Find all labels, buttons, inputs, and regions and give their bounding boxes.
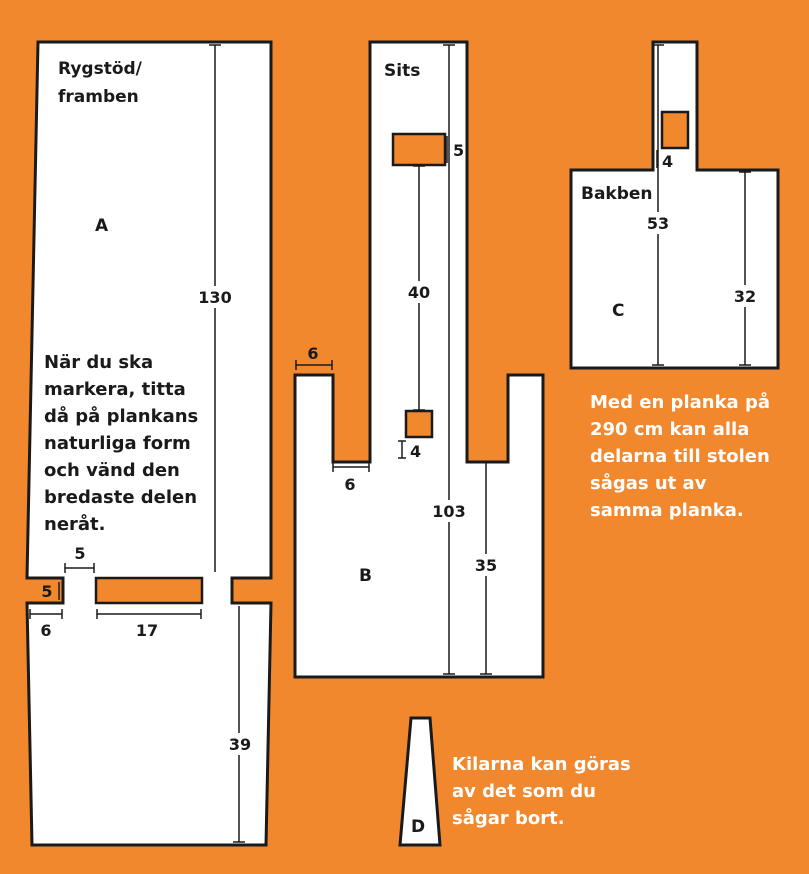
- piece-d: D: [398, 716, 442, 847]
- piece-a-letter: A: [95, 216, 109, 236]
- piece-a-slot: [94, 576, 204, 605]
- piece-c-outline: [569, 40, 780, 370]
- piece-c-hole: [660, 110, 690, 150]
- wedges-note-line-1: Kilarna kan göras: [452, 754, 631, 775]
- piece-a-total-label: 130: [198, 288, 231, 307]
- piece-a-lower-label: 39: [229, 735, 251, 754]
- piece-a-notch-height-label: 5: [41, 582, 52, 601]
- plank-note-line-4: sågas ut av: [590, 472, 707, 494]
- piece-b-inner-width-label: 6: [344, 475, 355, 494]
- plank-note-line-3: delarna till stolen: [590, 446, 770, 467]
- piece-b-title: Sits: [384, 61, 420, 81]
- piece-b-letter: B: [359, 566, 372, 586]
- piece-b-lower-label: 35: [475, 556, 497, 575]
- piece-b-between-label-bg: [404, 281, 434, 303]
- marking-note-line-6: bredaste delen: [44, 487, 197, 508]
- piece-a-notch-width-label: 5: [74, 544, 85, 563]
- piece-a: Rygstöd/ framben A 130 39 5 5 6 17 När d…: [25, 40, 273, 847]
- plank-note: Med en planka på 290 cm kan alla delarna…: [590, 391, 776, 521]
- piece-c: Bakben C 4 53 32: [569, 40, 780, 370]
- piece-c-lower-label: 32: [734, 287, 756, 306]
- plank-note-line-2: 290 cm kan alla: [590, 419, 749, 440]
- piece-a-title-line1: Rygstöd/: [58, 59, 143, 79]
- piece-b-between-label: 40: [408, 283, 430, 302]
- marking-note-line-3: då på plankans: [44, 405, 198, 427]
- piece-c-lower-label-bg: [731, 285, 759, 307]
- marking-note-line-4: naturliga form: [44, 433, 191, 454]
- piece-c-title: Bakben: [581, 184, 653, 204]
- piece-c-total-label-bg: [644, 212, 672, 234]
- wedges-note-line-3: sågar bort.: [452, 807, 565, 829]
- plank-note-line-5: samma planka.: [590, 500, 744, 521]
- piece-b-bottom-hole: [404, 409, 434, 439]
- piece-a-title-line2: framben: [58, 87, 139, 107]
- piece-c-letter: C: [612, 301, 624, 321]
- piece-a-total-label-bg: [196, 286, 234, 308]
- marking-note-line-1: När du ska: [44, 352, 153, 373]
- wedges-note-line-2: av det som du: [452, 781, 596, 802]
- piece-a-lower-label-bg: [226, 733, 254, 755]
- piece-b-top-hole: [391, 132, 447, 167]
- marking-note-line-5: och vänd den: [44, 460, 180, 481]
- piece-a-slot-length-label: 17: [136, 621, 158, 640]
- piece-a-slot-offset-label: 6: [40, 621, 51, 640]
- piece-b-leg-width-label: 6: [307, 344, 318, 363]
- piece-b-top-hole-label: 5: [453, 141, 464, 160]
- marking-note: När du ska markera, titta då på plankans…: [44, 352, 205, 535]
- piece-b: Sits B 5 40 4 6 6 103: [293, 40, 545, 679]
- marking-note-line-7: neråt.: [44, 513, 106, 535]
- piece-b-total-label: 103: [432, 502, 465, 521]
- piece-d-letter: D: [411, 817, 425, 837]
- piece-c-hole-label: 4: [662, 152, 673, 171]
- piece-c-total-label: 53: [647, 214, 669, 233]
- plank-note-line-1: Med en planka på: [590, 391, 770, 413]
- piece-a-outline: [25, 40, 273, 847]
- piece-b-lower-label-bg: [472, 554, 500, 576]
- piece-b-total-label-bg: [430, 500, 468, 522]
- wedges-note: Kilarna kan göras av det som du sågar bo…: [452, 754, 637, 829]
- marking-note-line-2: markera, titta: [44, 379, 186, 400]
- piece-d-outline: [398, 716, 442, 847]
- piece-b-bottom-hole-label: 4: [410, 442, 421, 461]
